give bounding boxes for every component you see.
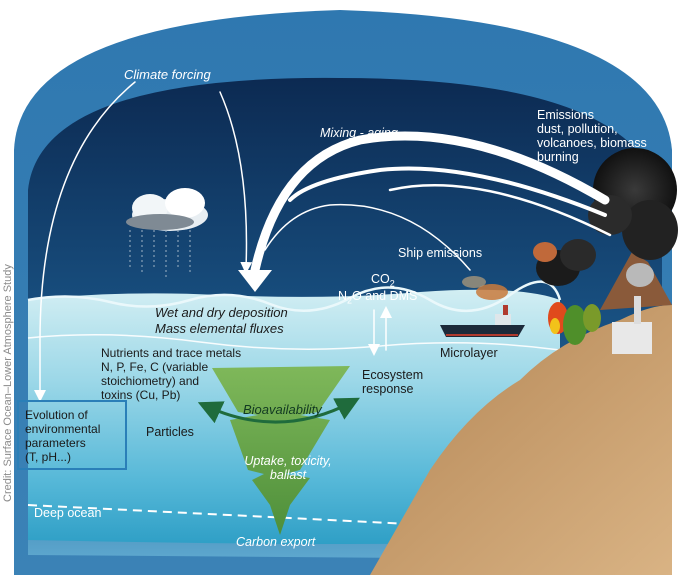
mixing-arrow-main bbox=[250, 131, 610, 275]
factory-chimney bbox=[634, 296, 641, 324]
uptake-line: Uptake, toxicity, bbox=[244, 454, 332, 468]
climate-forcing-arrow-down bbox=[219, 91, 253, 274]
deposition-arrowhead bbox=[238, 270, 272, 292]
flux-arrows bbox=[34, 81, 612, 402]
nutrients-line: Nutrients and trace metals bbox=[101, 346, 242, 360]
gases-label-co2: CO2 bbox=[371, 272, 395, 291]
carbon-export-label: Carbon export bbox=[236, 535, 316, 549]
emissions-line: dust, pollution, bbox=[537, 122, 618, 136]
gases-co-subscript: 2 bbox=[389, 278, 395, 289]
ecosystem-line: Ecosystem bbox=[362, 368, 424, 382]
nutrients-line: N, P, Fe, C (variable bbox=[101, 360, 209, 374]
bioavailability-label: Bioavailability bbox=[243, 402, 322, 417]
wet-dry-deposition-label: Wet and dry deposition bbox=[155, 305, 288, 320]
mass-fluxes-label: Mass elemental fluxes bbox=[155, 321, 284, 336]
credit-text: Credit: Surface Ocean–Lower Atmosphere S… bbox=[2, 264, 14, 502]
nutrients-label: Nutrients and trace metals N, P, Fe, C (… bbox=[101, 346, 241, 402]
factory bbox=[612, 322, 652, 354]
gases-n: N bbox=[338, 289, 348, 303]
evolution-line: parameters bbox=[25, 436, 86, 450]
microlayer-line bbox=[27, 334, 561, 351]
emissions-line: volcanoes, biomass bbox=[537, 136, 647, 150]
climate-forcing-arrow-left bbox=[34, 81, 136, 402]
gases-n-subscript: 2 bbox=[347, 295, 353, 306]
smoke-plumes bbox=[533, 148, 678, 287]
emissions-label: Emissions dust, pollution, volcanoes, bi… bbox=[537, 108, 647, 164]
gases-label-n2o: N2O and DMS bbox=[338, 289, 417, 308]
rain-cloud bbox=[126, 188, 208, 278]
burning-trees bbox=[548, 302, 601, 345]
emissions-line: Emissions bbox=[537, 108, 594, 122]
emissions-line: burning bbox=[537, 150, 579, 164]
ship-emissions-label: Ship emissions bbox=[398, 246, 483, 260]
microlayer-label: Microlayer bbox=[440, 346, 498, 360]
particles-label: Particles bbox=[146, 425, 194, 439]
ecosystem-line: response bbox=[362, 382, 414, 396]
bioavailability-arrow bbox=[197, 397, 360, 424]
evolution-box: Evolution of environmental parameters (T… bbox=[17, 400, 127, 470]
deep-ocean-label: Deep ocean bbox=[34, 506, 102, 520]
ecosystem-response-label: Ecosystem response bbox=[362, 368, 423, 396]
climate-forcing-label: Climate forcing bbox=[124, 67, 211, 82]
ship-arrow bbox=[264, 203, 471, 271]
uptake-line: ballast bbox=[269, 468, 307, 482]
coastal-land bbox=[370, 305, 672, 575]
evolution-line: environmental bbox=[25, 422, 101, 436]
evolution-line: Evolution of bbox=[25, 408, 88, 422]
mixing-arrow-2 bbox=[288, 166, 607, 217]
nutrients-line: stoichiometry) and bbox=[101, 374, 200, 388]
uptake-label: Uptake, toxicity, ballast bbox=[233, 454, 343, 482]
deep-ocean-boundary bbox=[27, 504, 431, 526]
gases-co: CO bbox=[371, 272, 390, 286]
ocean-surface-waves bbox=[27, 280, 562, 312]
nutrients-line: toxins (Cu, Pb) bbox=[101, 388, 181, 402]
mixing-arrow-3 bbox=[388, 184, 612, 237]
gases-o-dms: O and DMS bbox=[352, 289, 418, 303]
evolution-line: (T, pH...) bbox=[25, 450, 72, 464]
ship bbox=[440, 276, 525, 337]
mixing-aging-label: Mixing - aging bbox=[320, 126, 398, 140]
